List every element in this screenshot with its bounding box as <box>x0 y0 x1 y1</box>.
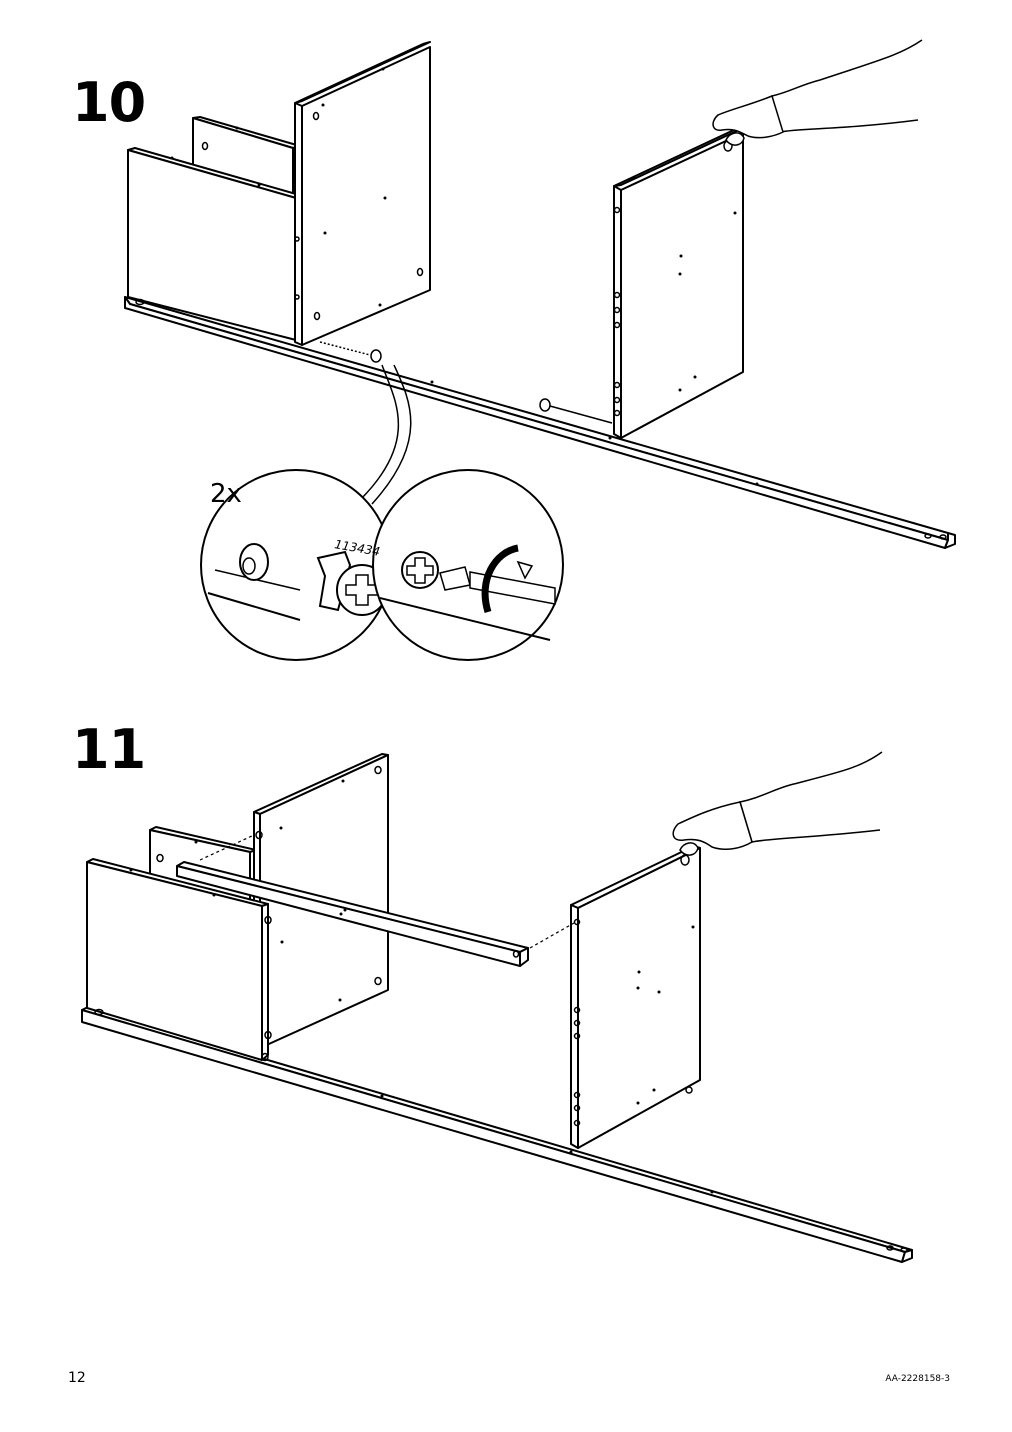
middle-panel <box>294 41 431 346</box>
alignment-guides <box>199 834 575 949</box>
cam-lock-icon <box>319 341 613 424</box>
step-11-illustration <box>81 751 913 1263</box>
panel-pin-dots <box>129 779 714 1194</box>
bottom-rail <box>81 1006 913 1263</box>
detail-circle-tighten <box>372 469 564 661</box>
detail-circle-insert <box>200 469 392 661</box>
panel-pin-dots <box>170 67 759 486</box>
quantity-label: 2x <box>210 479 242 509</box>
panel-holes <box>135 111 947 540</box>
step-10-illustration: 2x 113434 <box>124 39 956 661</box>
document-code: AA-2228158-3 <box>885 1374 950 1384</box>
bottom-rail <box>124 296 956 549</box>
top-rail <box>176 861 529 967</box>
rotate-arrow-icon <box>481 544 519 614</box>
step-10-number: 10 <box>72 71 146 134</box>
hand-icon <box>672 751 883 856</box>
hand-icon <box>712 39 923 146</box>
right-side-panel <box>570 845 701 1149</box>
page-number: 12 <box>68 1370 86 1386</box>
screwdriver-icon <box>439 566 556 605</box>
right-side-panel <box>613 127 744 439</box>
step-11-number: 11 <box>72 718 146 781</box>
